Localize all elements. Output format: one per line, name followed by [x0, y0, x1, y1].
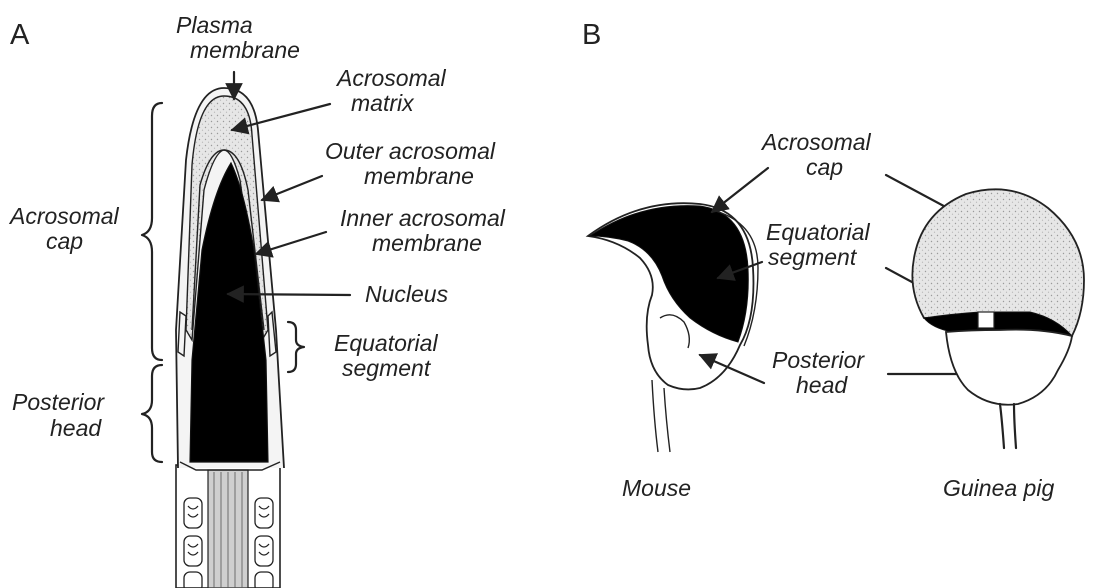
label-acrosomal-matrix: Acrosomal matrix	[335, 65, 452, 116]
panel-label-a: A	[10, 19, 30, 51]
mouse-sperm-head	[588, 203, 758, 452]
guinea-pig-posterior-head	[946, 330, 1072, 405]
guinea-pig-sperm-head	[912, 189, 1084, 448]
label-mouse: Mouse	[622, 475, 691, 501]
panel-label-b: B	[582, 19, 601, 51]
label-nucleus: Nucleus	[365, 281, 449, 307]
midpiece-section	[176, 465, 280, 588]
label-acrosomal-cap-b: Acrosomal cap	[760, 129, 877, 180]
label-posterior-head-b: Posterior head	[772, 347, 870, 398]
label-guinea-pig: Guinea pig	[943, 475, 1054, 501]
arrow-acrosomal-cap-mouse	[712, 168, 768, 212]
arrow-outer-acrosomal-membrane	[262, 176, 322, 200]
label-acrosomal-cap-a: Acrosomal cap	[8, 203, 125, 254]
label-posterior-head-a: Posterior head	[12, 389, 110, 441]
label-equatorial-segment-a: Equatorial segment	[334, 330, 444, 381]
sperm-head-longitudinal-section	[176, 88, 284, 588]
label-inner-acrosomal-membrane: Inner acrosomal membrane	[340, 205, 511, 256]
bracket-equatorial-segment	[288, 322, 304, 372]
brace-acrosomal-cap	[142, 103, 162, 360]
label-plasma-membrane: Plasma membrane	[176, 12, 300, 63]
label-outer-acrosomal-membrane: Outer acrosomal membrane	[325, 138, 501, 189]
arrow-nucleus	[228, 294, 350, 295]
brace-posterior-head	[142, 365, 162, 462]
label-equatorial-segment-b: Equatorial segment	[766, 219, 876, 270]
